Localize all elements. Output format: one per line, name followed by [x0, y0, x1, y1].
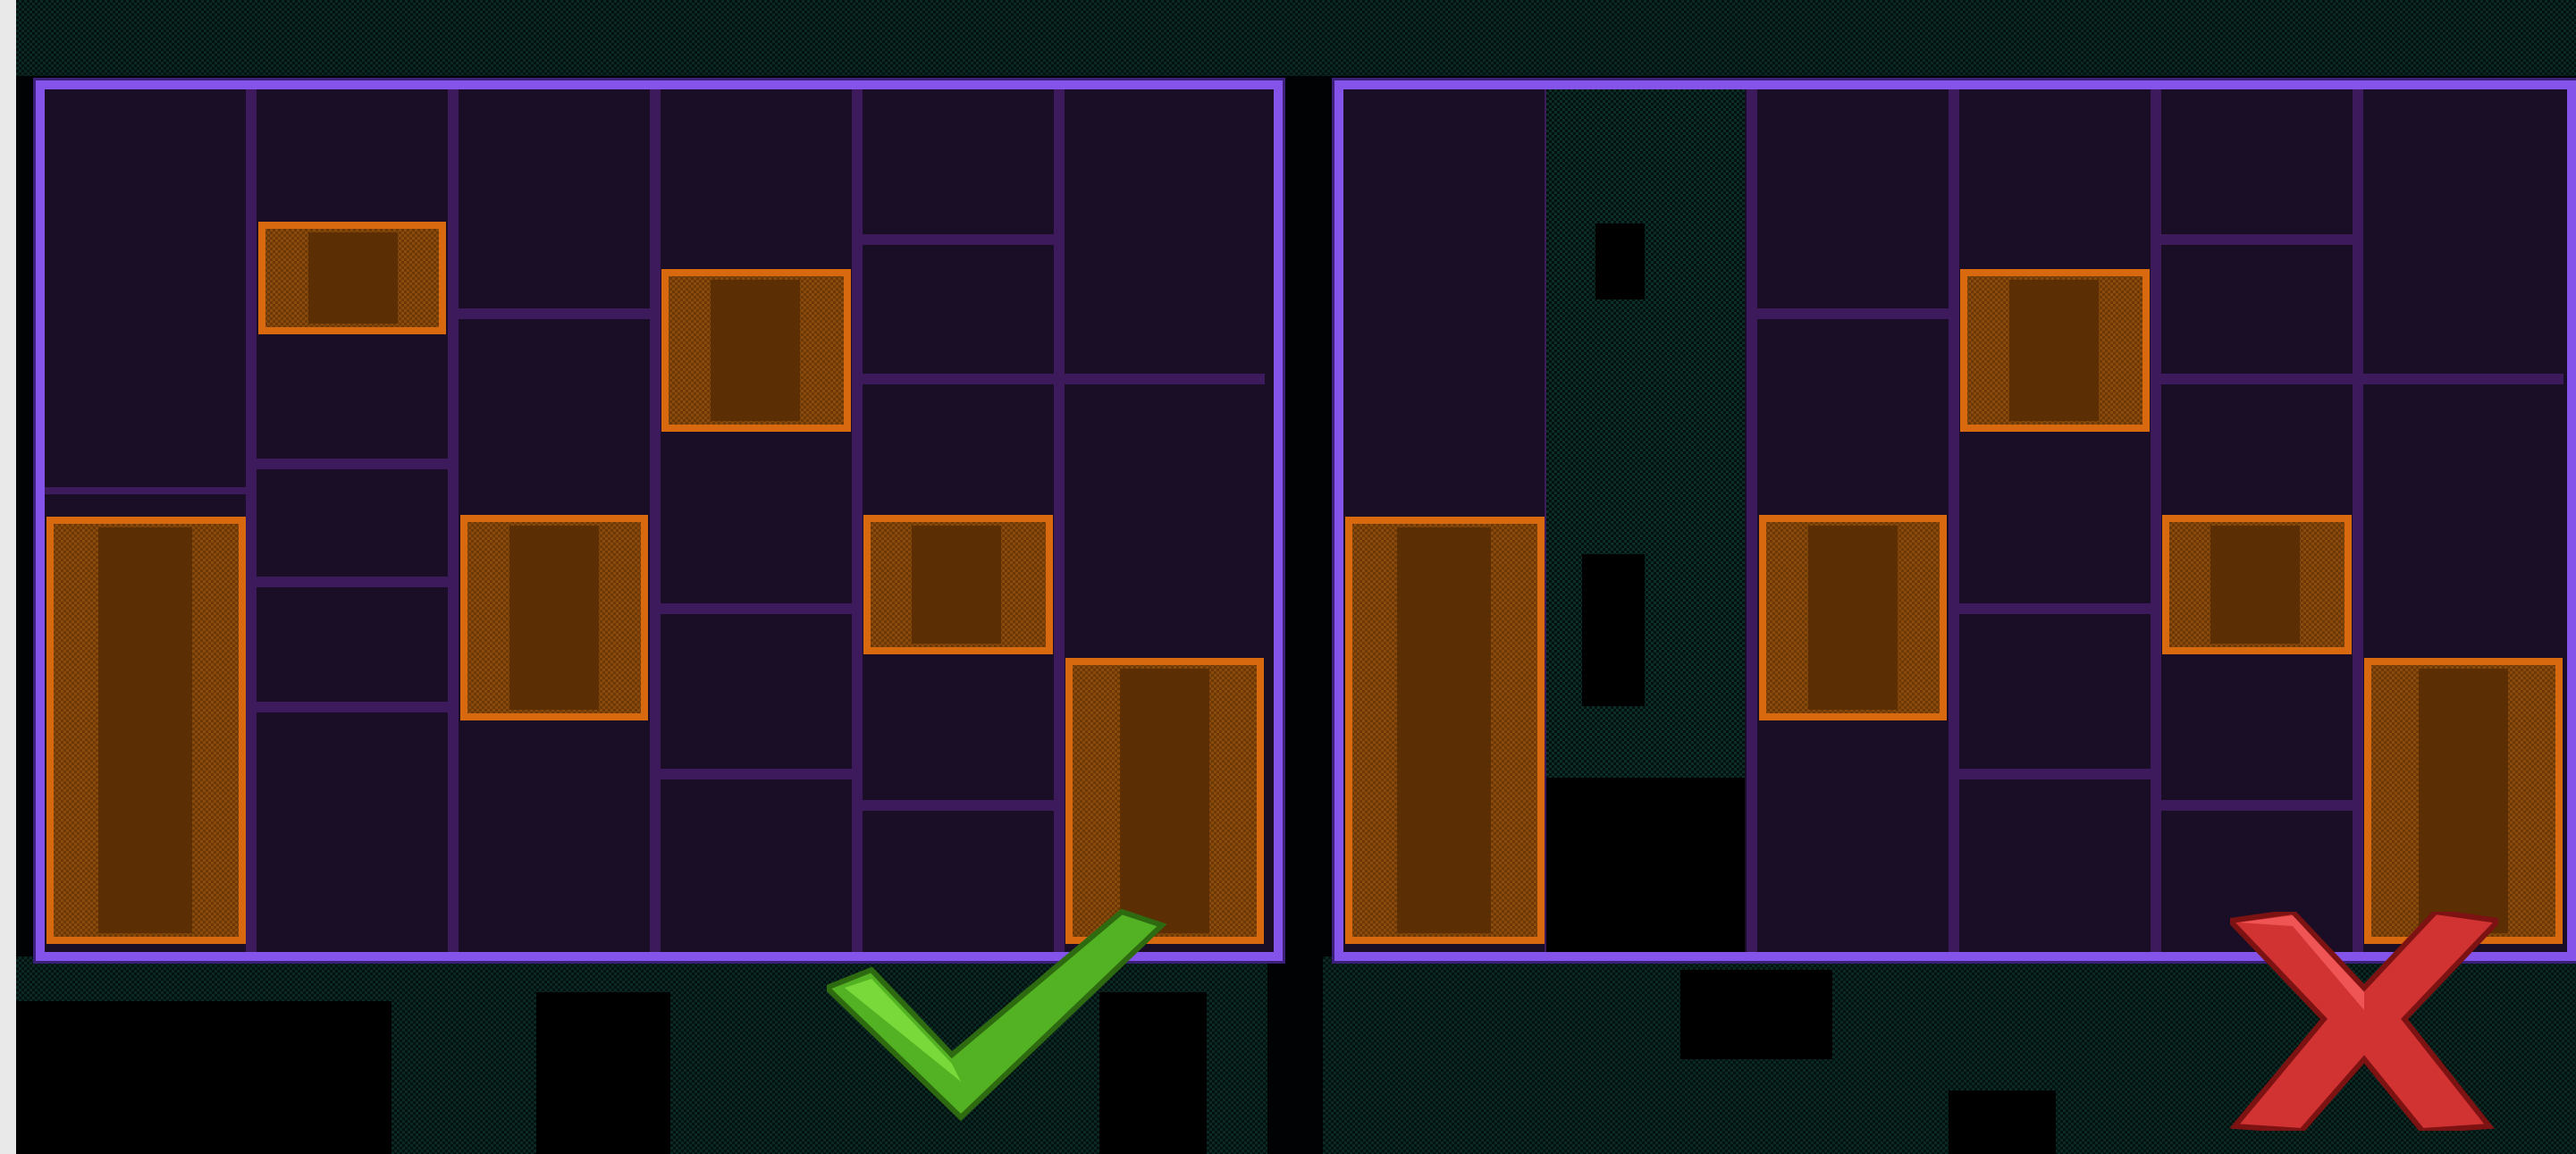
missing-column-gap [1546, 89, 1745, 952]
background-shape [16, 1001, 391, 1154]
invalid-layout-board [1334, 80, 2576, 961]
background-shape [1949, 1091, 2056, 1154]
gap-shadow [1546, 778, 1745, 952]
invalid-layout-grid [1343, 89, 2567, 952]
background-shape [1680, 970, 1832, 1059]
valid-layout-grid [45, 89, 1274, 952]
background-texture [16, 0, 2576, 76]
gap-shadow [1582, 554, 1645, 706]
valid-layout-board [36, 80, 1283, 961]
background-shape [536, 992, 670, 1154]
gap-shadow [1595, 223, 1645, 299]
checkmark-icon [827, 903, 1166, 1122]
cross-icon [2230, 912, 2498, 1131]
left-margin-strip [0, 0, 16, 1154]
